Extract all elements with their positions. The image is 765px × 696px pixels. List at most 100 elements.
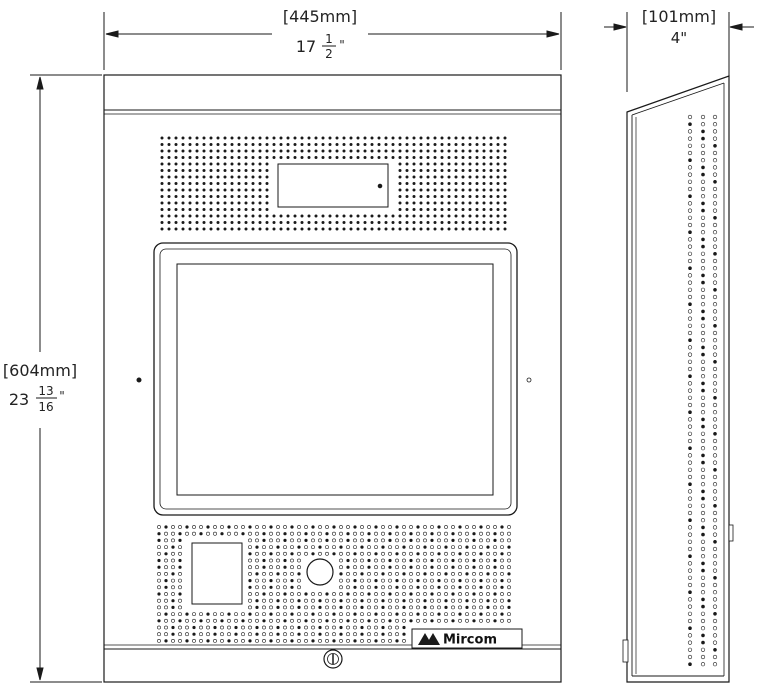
- height-arrow-bottom: [36, 667, 44, 681]
- perforation-dot: [157, 565, 161, 569]
- perforation-dot: [701, 453, 705, 458]
- perforation-dot: [433, 188, 437, 192]
- perforation-dot: [311, 598, 315, 603]
- perforation-dot: [426, 182, 430, 185]
- perforation-dot: [237, 208, 241, 211]
- perforation-dot: [181, 149, 185, 153]
- perforation-dot: [286, 143, 290, 146]
- perforation-dot: [167, 221, 171, 224]
- perforation-dot: [290, 572, 294, 576]
- perforation-dot: [454, 208, 458, 211]
- perforation-dot: [430, 585, 434, 590]
- perforation-dot: [304, 532, 308, 536]
- left-mounting-hole: [136, 377, 142, 383]
- perforation-dot: [405, 208, 409, 211]
- perforation-dot: [339, 632, 343, 636]
- height-imperial-whole: 23: [9, 390, 29, 409]
- perforation-dot: [712, 633, 718, 638]
- perforation-dot: [398, 221, 402, 224]
- perforation-dot: [700, 503, 706, 508]
- perforation-dot: [185, 531, 189, 536]
- perforation-dot: [311, 592, 315, 596]
- perforation-dot: [465, 578, 469, 583]
- perforation-dot: [262, 525, 266, 529]
- perforation-dot: [447, 169, 451, 172]
- perforation-dot: [237, 182, 241, 185]
- perforation-dot: [391, 227, 395, 231]
- perforation-dot: [367, 585, 371, 590]
- perforation-dot: [461, 169, 465, 172]
- perforation-dot: [500, 545, 504, 550]
- perforation-dot: [713, 216, 717, 220]
- perforation-dot: [700, 611, 706, 616]
- perforation-dot: [468, 149, 472, 153]
- perforation-dot: [465, 558, 469, 563]
- perforation-dot: [265, 214, 269, 218]
- perforation-dot: [461, 188, 465, 192]
- perforation-dot: [171, 565, 175, 570]
- perforation-dot: [388, 525, 392, 529]
- perforation-dot: [712, 244, 718, 249]
- perforation-dot: [412, 221, 416, 224]
- perforation-dot: [209, 201, 213, 205]
- perforation-dot: [493, 578, 497, 583]
- perforation-dot: [395, 585, 399, 589]
- perforation-dot: [486, 612, 490, 617]
- perforation-dot: [437, 618, 441, 623]
- perforation-dot: [461, 201, 465, 205]
- perforation-dot: [500, 565, 504, 570]
- perforation-dot: [489, 214, 493, 218]
- perforation-dot: [370, 214, 374, 218]
- perforation-dot: [195, 182, 199, 185]
- perforation-dot: [712, 489, 718, 494]
- perforation-dot: [419, 221, 423, 224]
- perforation-dot: [416, 592, 420, 596]
- perforation-dot: [687, 496, 693, 501]
- perforation-dot: [700, 194, 706, 199]
- perforation-dot: [346, 532, 350, 536]
- perforation-dot: [335, 143, 339, 146]
- perforation-dot: [500, 598, 504, 603]
- perforation-dot: [346, 625, 350, 630]
- perforation-dot: [356, 143, 360, 146]
- perforation-dot: [388, 639, 392, 643]
- perforation-dot: [237, 195, 241, 198]
- perforation-dot: [454, 156, 458, 159]
- perforation-dot: [255, 592, 259, 596]
- perforation-dot: [244, 188, 248, 192]
- perforation-dot: [493, 525, 497, 529]
- perforation-dot: [461, 195, 465, 198]
- perforation-dot: [433, 169, 437, 172]
- perforation-dot: [290, 538, 294, 543]
- depth-metric-label: [101mm]: [642, 7, 716, 26]
- perforation-dot: [251, 201, 255, 205]
- perforation-dot: [489, 156, 493, 159]
- width-arrow-right: [546, 30, 560, 38]
- perforation-dot: [370, 136, 374, 140]
- perforation-dot: [430, 532, 434, 536]
- perforation-dot: [687, 474, 693, 480]
- perforation-dot: [248, 579, 252, 583]
- perforation-dot: [290, 605, 294, 610]
- perforation-dot: [496, 214, 500, 218]
- perforation-dot: [479, 585, 483, 589]
- perforation-dot: [339, 525, 343, 529]
- perforation-dot: [687, 611, 693, 616]
- perforation-dot: [398, 149, 402, 153]
- perforation-dot: [712, 417, 718, 422]
- perforation-dot: [468, 169, 472, 172]
- perforation-dot: [398, 201, 402, 205]
- perforation-dot: [482, 208, 486, 211]
- perforation-dot: [283, 545, 287, 550]
- perforation-dot: [209, 162, 213, 166]
- perforation-dot: [314, 143, 318, 146]
- perforation-dot: [167, 175, 171, 179]
- perforation-dot: [712, 280, 718, 285]
- perforation-dot: [472, 598, 476, 603]
- perforation-dot: [286, 214, 290, 218]
- perforation-dot: [500, 531, 504, 536]
- perforation-dot: [700, 302, 706, 307]
- perforation-dot: [412, 149, 416, 153]
- perforation-dot: [700, 410, 706, 415]
- perforation-dot: [486, 525, 490, 529]
